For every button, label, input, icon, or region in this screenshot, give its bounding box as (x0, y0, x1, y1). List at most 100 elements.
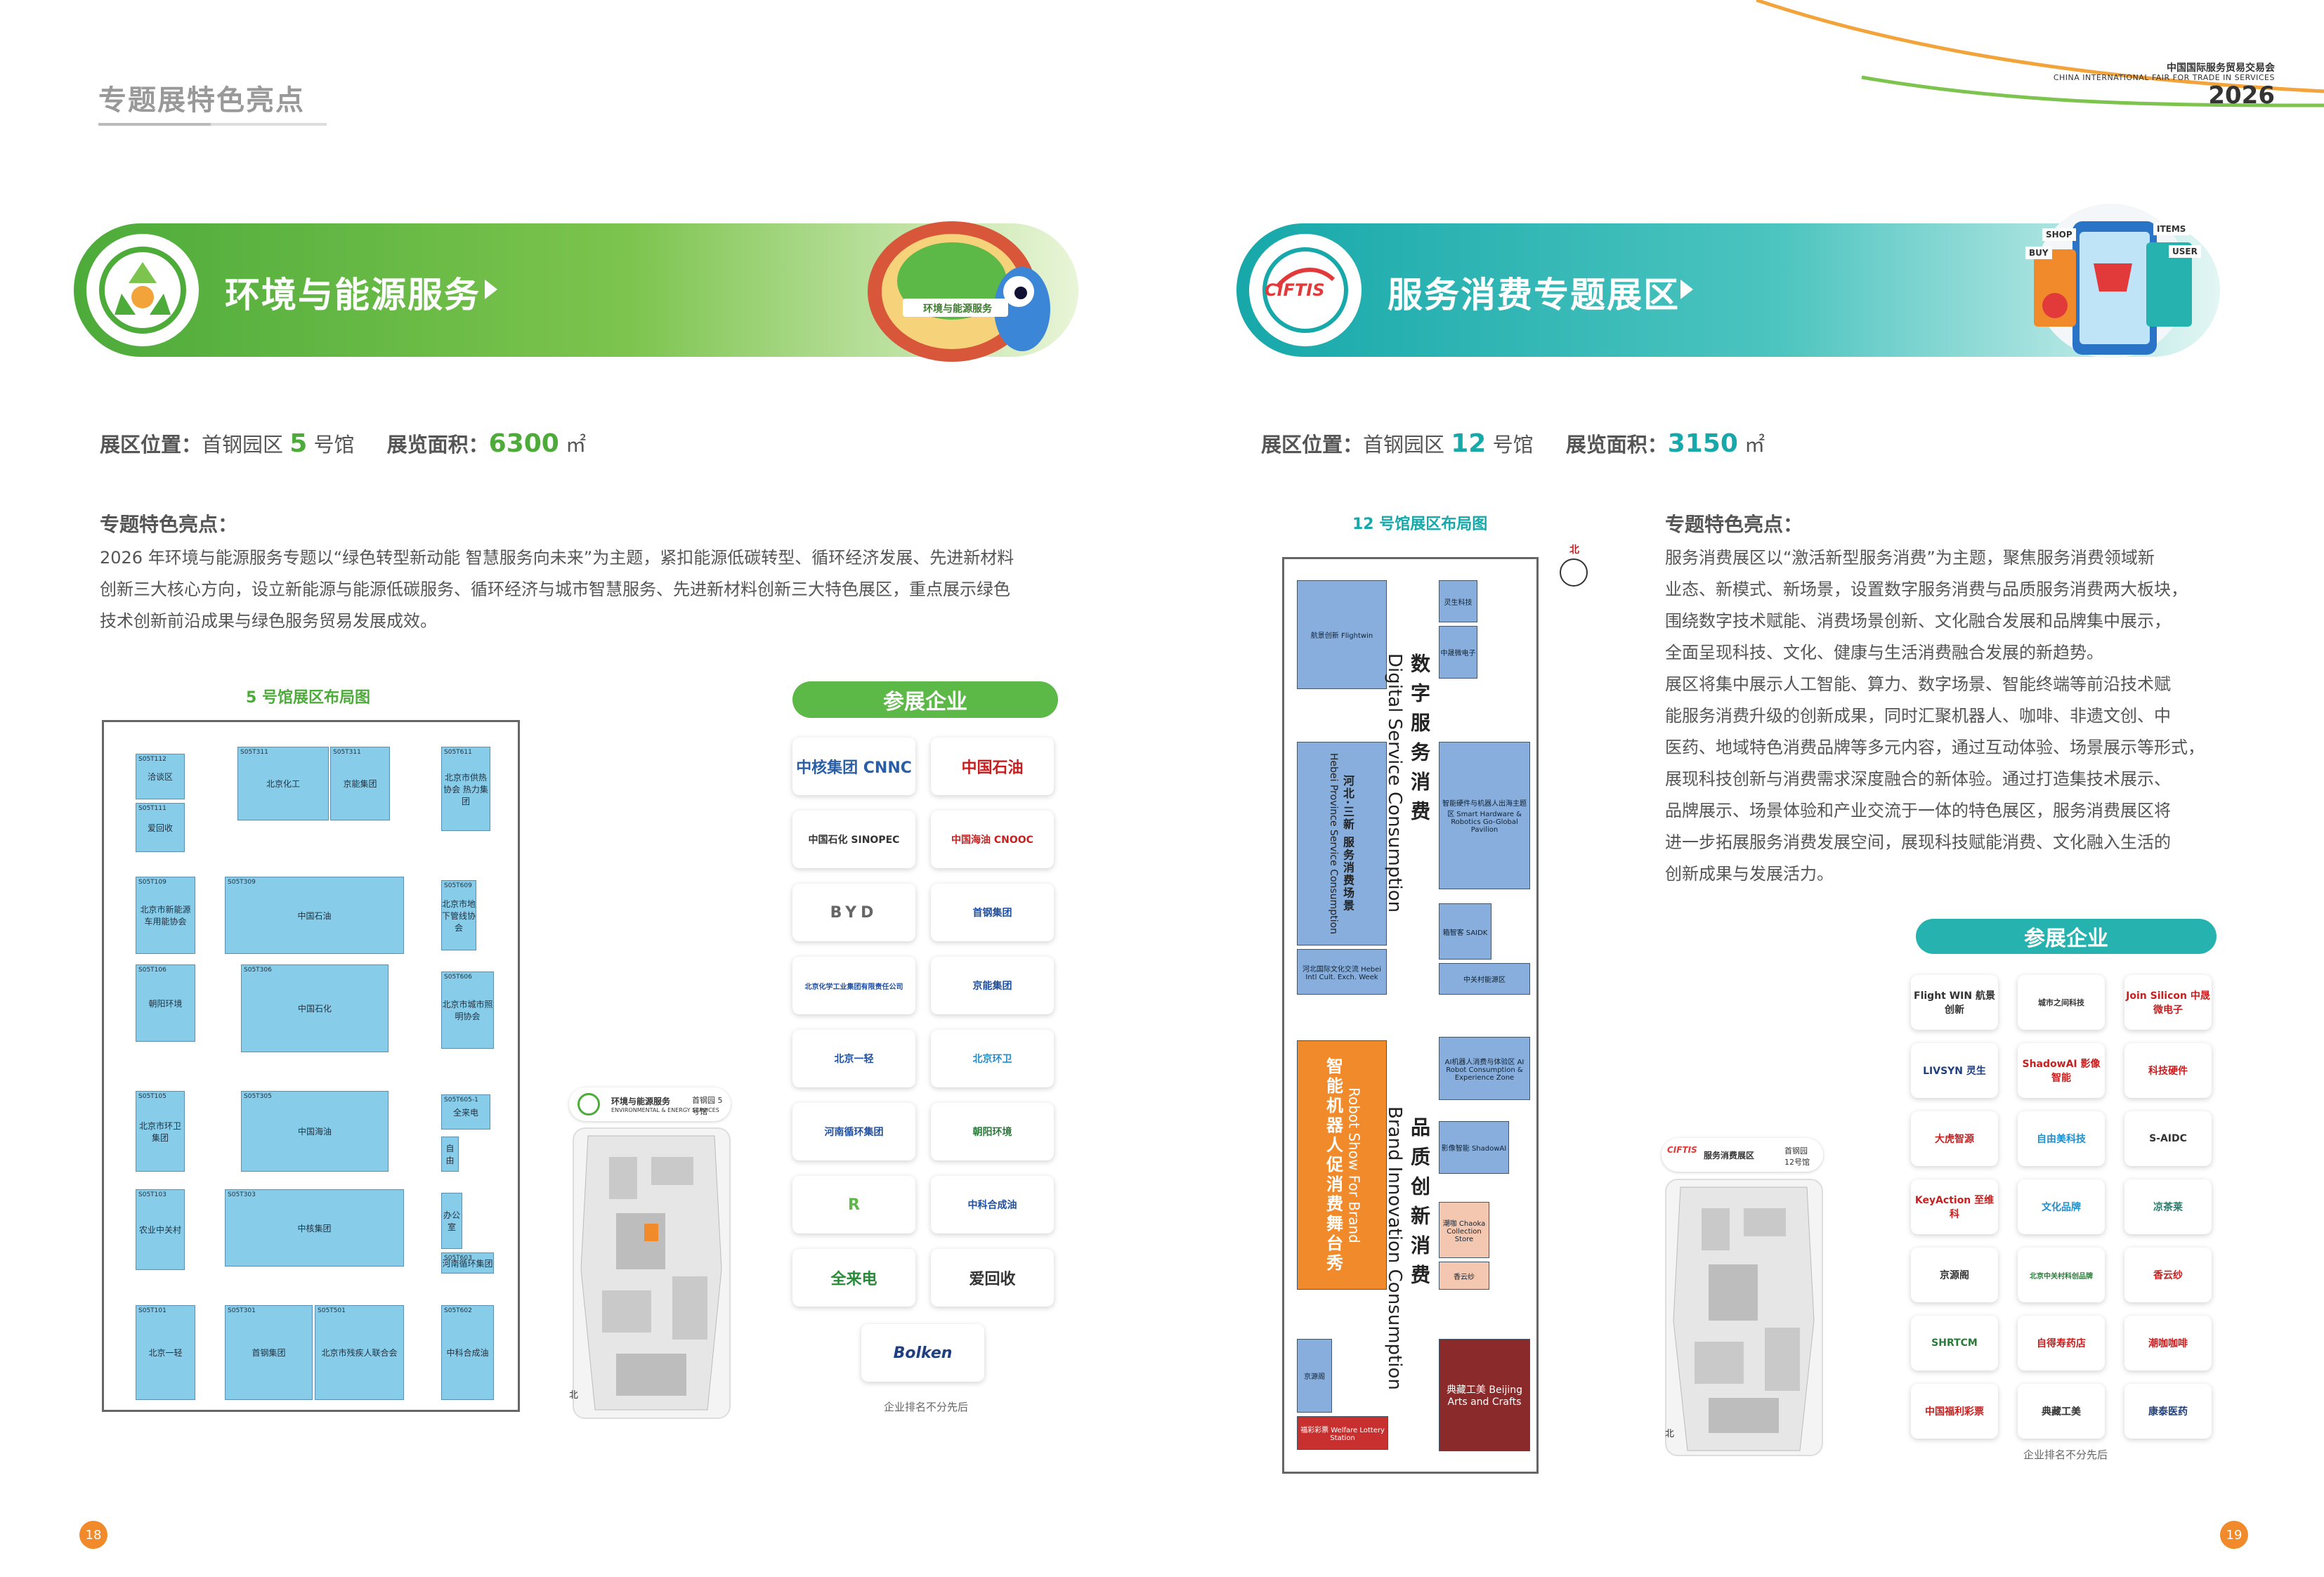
booth: 潮咖 Chaoka Collection Store (1439, 1202, 1489, 1258)
exhibitor-logo: 京能集团 (931, 957, 1054, 1014)
compass-north-label: 北 (1569, 544, 1579, 556)
booth: 办公室 (441, 1193, 462, 1249)
area-value: 3150 (1667, 429, 1738, 458)
left-exhibitors-note: 企业排名不分先后 (884, 1401, 969, 1413)
exhibitor-logo: LIVSYN 灵生 (1911, 1043, 1998, 1098)
play-arrow-icon (1680, 280, 1693, 299)
location-label: 展区位置： (1261, 433, 1364, 457)
exhibitor-logo: 京源阁 (1911, 1248, 1998, 1302)
booth: 中晟微电子 (1439, 626, 1477, 679)
booth: 香云纱 (1439, 1262, 1489, 1290)
ciftis-logo-text: CIFTIS (1667, 1145, 1697, 1155)
paragraph-line: 全面呈现科技、文化、健康与生活消费融合发展的新趋势。 (1665, 643, 2103, 662)
exhibitor-logo: 中国石油 (931, 738, 1054, 795)
brand-cn: 中国国际服务贸易交易会 (2167, 63, 2275, 74)
location-label: 展区位置： (100, 433, 202, 457)
right-exhibitors-note: 企业排名不分先后 (2023, 1448, 2108, 1461)
left-mini-map-tag: 环境与能源服务 ENVIRONMENTAL & ENERGY SERVICES (569, 1087, 731, 1121)
booth: 箱智客 SAIDK (1439, 903, 1491, 960)
zone-quality-cn: 品质创新消费 (1408, 1117, 1431, 1294)
right-info-line: 展区位置：首钢园区 12 号馆 展览面积：3150 ㎡ (1261, 428, 1765, 458)
paragraph-line: 创新三大核心方向，设立新能源与能源低碳服务、循环经济与城市智慧服务、先进新材料创… (100, 580, 1010, 599)
hall-number: 12 (1451, 429, 1487, 458)
paragraph-line: 围绕数字技术赋能、消费场景创新、文化融合发展和品牌集中展示， (1665, 611, 2171, 631)
left-banner-title: 环境与能源服务 (225, 275, 481, 315)
exhibitor-logo: 潮咖咖啡 (2124, 1316, 2212, 1370)
zone-digital-en: Digital Service Consumption (1384, 653, 1405, 913)
exhibitor-logo: 北京中关村科创品牌 (2018, 1248, 2105, 1302)
exhibitor-logo: 北京环卫 (931, 1030, 1054, 1087)
right-highlight-heading: 专题特色亮点： (1665, 513, 1803, 536)
exhibitor-logo: 河南循环集团 (792, 1103, 915, 1160)
exhibitor-logo: 凉茶莱 (2124, 1179, 2212, 1234)
hall-number: 5 (289, 429, 308, 458)
recycle-globe-icon (86, 234, 199, 346)
area-value: 6300 (488, 429, 559, 458)
exhibitor-logo: 首钢集团 (931, 884, 1054, 941)
paragraph-line: 创新成果与发展活力。 (1665, 864, 1834, 884)
exhibitor-logo: 城市之间科技 (2018, 975, 2105, 1030)
exhibitor-logo: 中国石化 SINOPEC (792, 811, 915, 868)
brand-year: 2026 (2208, 81, 2275, 110)
exhibitor-logo: 典藏工美 (2018, 1384, 2105, 1439)
exhibitor-logo: SHRTCM (1911, 1316, 1998, 1370)
exhibitor-logo: 中国海油 CNOOC (931, 811, 1054, 868)
recycle-icon (577, 1093, 600, 1115)
illus-label-items: ITEMS (2153, 223, 2190, 235)
left-mini-map-hall: 首钢园 5号馆 (692, 1096, 723, 1116)
right-exhibitor-grid: Flight WIN 航景创新 城市之间科技 Join Silicon 中晟微电… (1911, 975, 2213, 1439)
exhibitor-logo: ShadowAI 影像智能 (2018, 1043, 2105, 1098)
exhibitor-logo: 爱回收 (931, 1249, 1054, 1307)
exhibitor-logo: 自得寿药店 (2018, 1316, 2105, 1370)
exhibitor-logo: S-AIDC (2124, 1111, 2212, 1166)
booth: 京源阁 (1297, 1339, 1332, 1413)
location-park: 首钢园区 (1363, 433, 1445, 457)
section-title: 专题展特色亮点 (98, 84, 305, 117)
exhibitor-logo: 康泰医药 (2124, 1384, 2212, 1439)
paragraph-line: 展现科技创新与消费需求深度融合的新体验。通过打造集技术展示、 (1665, 769, 2171, 789)
left-exhibitors-heading: 参展企业 (792, 681, 1058, 718)
exhibitor-logo: 文化品牌 (2018, 1179, 2105, 1234)
left-info-line: 展区位置：首钢园区 5 号馆 展览面积：6300 ㎡ (100, 428, 586, 458)
compass-icon (1560, 558, 1588, 587)
mini-map-title: 服务消费展区 (1704, 1150, 1755, 1160)
compass-north-label: 北 (1665, 1429, 1675, 1439)
right-mini-map (1665, 1179, 1823, 1456)
exhibitor-logo: Flight WIN 航景创新 (1911, 975, 1998, 1030)
location-park: 首钢园区 (202, 433, 284, 457)
brand-en: CHINA INTERNATIONAL FAIR FOR TRADE IN SE… (2053, 73, 2275, 82)
exhibitor-logo: 北京一轻 (792, 1030, 915, 1087)
play-arrow-icon (485, 280, 497, 299)
zone-digital-cn: 数字服务消费 (1408, 653, 1431, 830)
right-exhibitors-heading: 参展企业 (1916, 919, 2217, 954)
illus-label-buy: BUY (2025, 247, 2052, 259)
hall-suffix: 号馆 (313, 433, 355, 457)
mascot-illustration: 环境与能源服务 (861, 214, 1064, 365)
exhibitor-logo: 香云纱 (2124, 1248, 2212, 1302)
paragraph-line: 能服务消费升级的创新成果，同时汇聚机器人、咖啡、非遗文创、中 (1665, 706, 2171, 726)
page-number-left: 18 (79, 1521, 107, 1549)
page-number-right: 19 (2220, 1521, 2248, 1549)
paragraph-line: 品牌展示、场景体验和产业交流于一体的特色展区，服务消费展区将 (1665, 801, 2171, 820)
booth: 影像智能 ShadowAI (1439, 1121, 1509, 1174)
booth: 智能硬件与机器人出海主题区 Smart Hardware & Robotics … (1439, 742, 1530, 889)
booth: AI机器人消费与体验区 AI Robot Consumption & Exper… (1439, 1037, 1530, 1100)
exhibitor-logo: 科技硬件 (2124, 1043, 2212, 1098)
header-swoosh (1756, 0, 2324, 107)
area-label: 展览面积： (386, 433, 489, 457)
zone-quality-en: Brand Innovation Consumption (1384, 1106, 1405, 1390)
exhibitor-logo: BYD (792, 884, 915, 941)
